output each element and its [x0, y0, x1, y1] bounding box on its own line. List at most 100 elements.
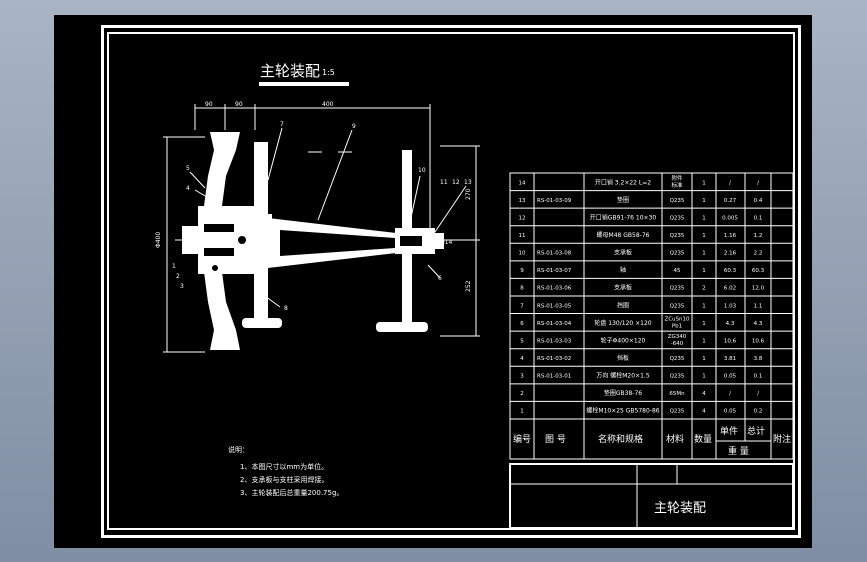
bom-cell-material: Q235 — [670, 251, 685, 257]
bom-cell-no: 9 — [520, 268, 524, 274]
bom-cell-qty: 1 — [702, 268, 706, 274]
bom-cell-total: / — [757, 180, 759, 186]
bom-cell-material: 附件 — [671, 174, 683, 182]
bom-cell-total: 1.2 — [754, 233, 763, 239]
drawing-scale: 1:5 — [322, 68, 335, 77]
bom-cell-no: 10 — [519, 251, 526, 257]
bom-cell-no: 6 — [520, 321, 524, 327]
bom-header-drawing: 图 号 — [545, 434, 566, 445]
bom-header-total: 总计 — [747, 425, 765, 437]
balloon-12: 12 — [452, 179, 460, 186]
bom-cell-name: 垫圈GB38-76 — [604, 389, 642, 397]
bom-cell-total: / — [757, 391, 759, 397]
bom-cell-name: 支承板 — [614, 284, 632, 292]
bom-cell-qty: 4 — [702, 409, 706, 415]
bom-header-material: 材料 — [666, 433, 684, 445]
bom-cell-name: 挡板 — [617, 354, 629, 362]
bom-cell-total: 10.6 — [752, 338, 765, 344]
bom-cell-no: 14 — [519, 180, 526, 186]
bom-cell-unit: / — [729, 391, 731, 397]
bom-cell-material: Q235 — [670, 233, 685, 239]
bom-cell-qty: 1 — [702, 198, 706, 204]
balloon-3: 3 — [180, 283, 184, 290]
bom-cell-total: 3.8 — [754, 356, 763, 362]
bom-cell-unit: 10.6 — [724, 338, 737, 344]
bom-cell-unit: 0.005 — [722, 215, 738, 221]
bom-cell-drawing: RS-01-03-05 — [537, 303, 572, 309]
bom-cell-drawing: RS-01-03-07 — [537, 268, 572, 274]
bom-cell-unit: 1.16 — [724, 233, 737, 239]
balloon-13: 13 — [464, 179, 472, 186]
notes-heading: 说明： — [228, 446, 249, 454]
bom-cell-name: 万向 螺栓M20×1.5 — [596, 372, 649, 380]
bom-cell-total: 0.2 — [754, 409, 763, 415]
balloon-2: 2 — [176, 273, 180, 280]
bom-cell-unit: 3.81 — [724, 356, 736, 362]
bom-cell-no: 4 — [520, 356, 524, 362]
bom-cell-qty: 1 — [702, 233, 706, 239]
dim-top-2: 90 — [235, 101, 243, 108]
bom-cell-drawing: RS-01-03-03 — [537, 338, 572, 344]
bom-cell-drawing: RS-01-03-04 — [537, 321, 572, 327]
bom-cell-name: 开口销 3.2×22 L=2 — [595, 178, 651, 186]
bom-cell-qty: 4 — [702, 391, 706, 397]
bom-cell-name: 支承板 — [614, 249, 632, 257]
note-item-3: 3、主轮装配后总重量200.75g。 — [240, 489, 344, 497]
bom-cell-no: 11 — [519, 233, 526, 239]
bom-cell-drawing: RS-01-03-09 — [537, 198, 572, 204]
notes-block: 说明： 1、本图尺寸以mm为单位。 2、支承板与支柱采用焊接。 3、主轮装配后总… — [228, 444, 343, 500]
bom-header-name: 名称和规格 — [598, 433, 643, 445]
bom-cell-total: 0.1 — [754, 215, 763, 221]
drawing-border-inner — [107, 32, 795, 530]
bom-cell-unit: 1.03 — [724, 303, 737, 309]
bom-cell-unit: 2.16 — [724, 251, 737, 257]
dim-top-1: 90 — [205, 101, 213, 108]
bom-cell-qty: 1 — [702, 338, 706, 344]
balloon-1: 1 — [172, 263, 176, 270]
bom-cell-drawing: RS-01-03-06 — [537, 286, 572, 292]
drawing-title: 主轮装配 — [260, 62, 321, 80]
title-block — [509, 463, 794, 529]
bom-cell-no: 1 — [520, 409, 524, 415]
balloon-10: 10 — [418, 167, 426, 174]
dim-top-3: 400 — [322, 101, 334, 108]
bom-cell-name: 轮盘 130/120 ×120 — [594, 319, 651, 327]
bom-cell-material: Pb1 — [672, 324, 682, 330]
bom-cell-qty: 1 — [702, 374, 706, 380]
note-item-1: 1、本图尺寸以mm为单位。 — [240, 463, 329, 471]
balloon-9: 9 — [352, 123, 356, 130]
bom-cell-material: Q235 — [670, 409, 685, 415]
bom-cell-material: 65Mn — [669, 391, 685, 397]
bom-cell-material: ZG340 — [668, 334, 687, 340]
bom-cell-drawing: RS-01-03-01 — [537, 374, 571, 380]
bom-cell-unit: 0.05 — [724, 374, 737, 380]
note-item-2: 2、支承板与支柱采用焊接。 — [240, 476, 329, 484]
bom-cell-unit: 4.3 — [726, 321, 735, 327]
bom-row: 2 垫圈GB38-76 65Mn 4 / / — [520, 389, 759, 397]
bom-cell-name: 轮子Φ400×120 — [601, 336, 646, 344]
bom-header-no: 编号 — [513, 433, 531, 445]
bom-cell-no: 12 — [519, 215, 526, 221]
bom-header-qty: 数量 — [694, 433, 712, 445]
bom-cell-qty: 1 — [702, 215, 706, 221]
drawing-border-outer — [101, 25, 801, 538]
bom-cell-material: Q235 — [670, 374, 685, 380]
dim-left: Φ400 — [155, 232, 162, 248]
bom-cell-material: 45 — [674, 268, 681, 274]
bom-cell-no: 13 — [519, 198, 526, 204]
bom-cell-no: 2 — [520, 391, 524, 397]
bom-cell-qty: 1 — [702, 180, 706, 186]
bom-cell-unit: 60.3 — [724, 268, 737, 274]
bom-cell-total: 2.2 — [754, 251, 763, 257]
bom-cell-total: 12.0 — [752, 286, 765, 292]
balloon-5: 5 — [186, 165, 190, 172]
dim-right-lower: 252 — [465, 280, 472, 292]
